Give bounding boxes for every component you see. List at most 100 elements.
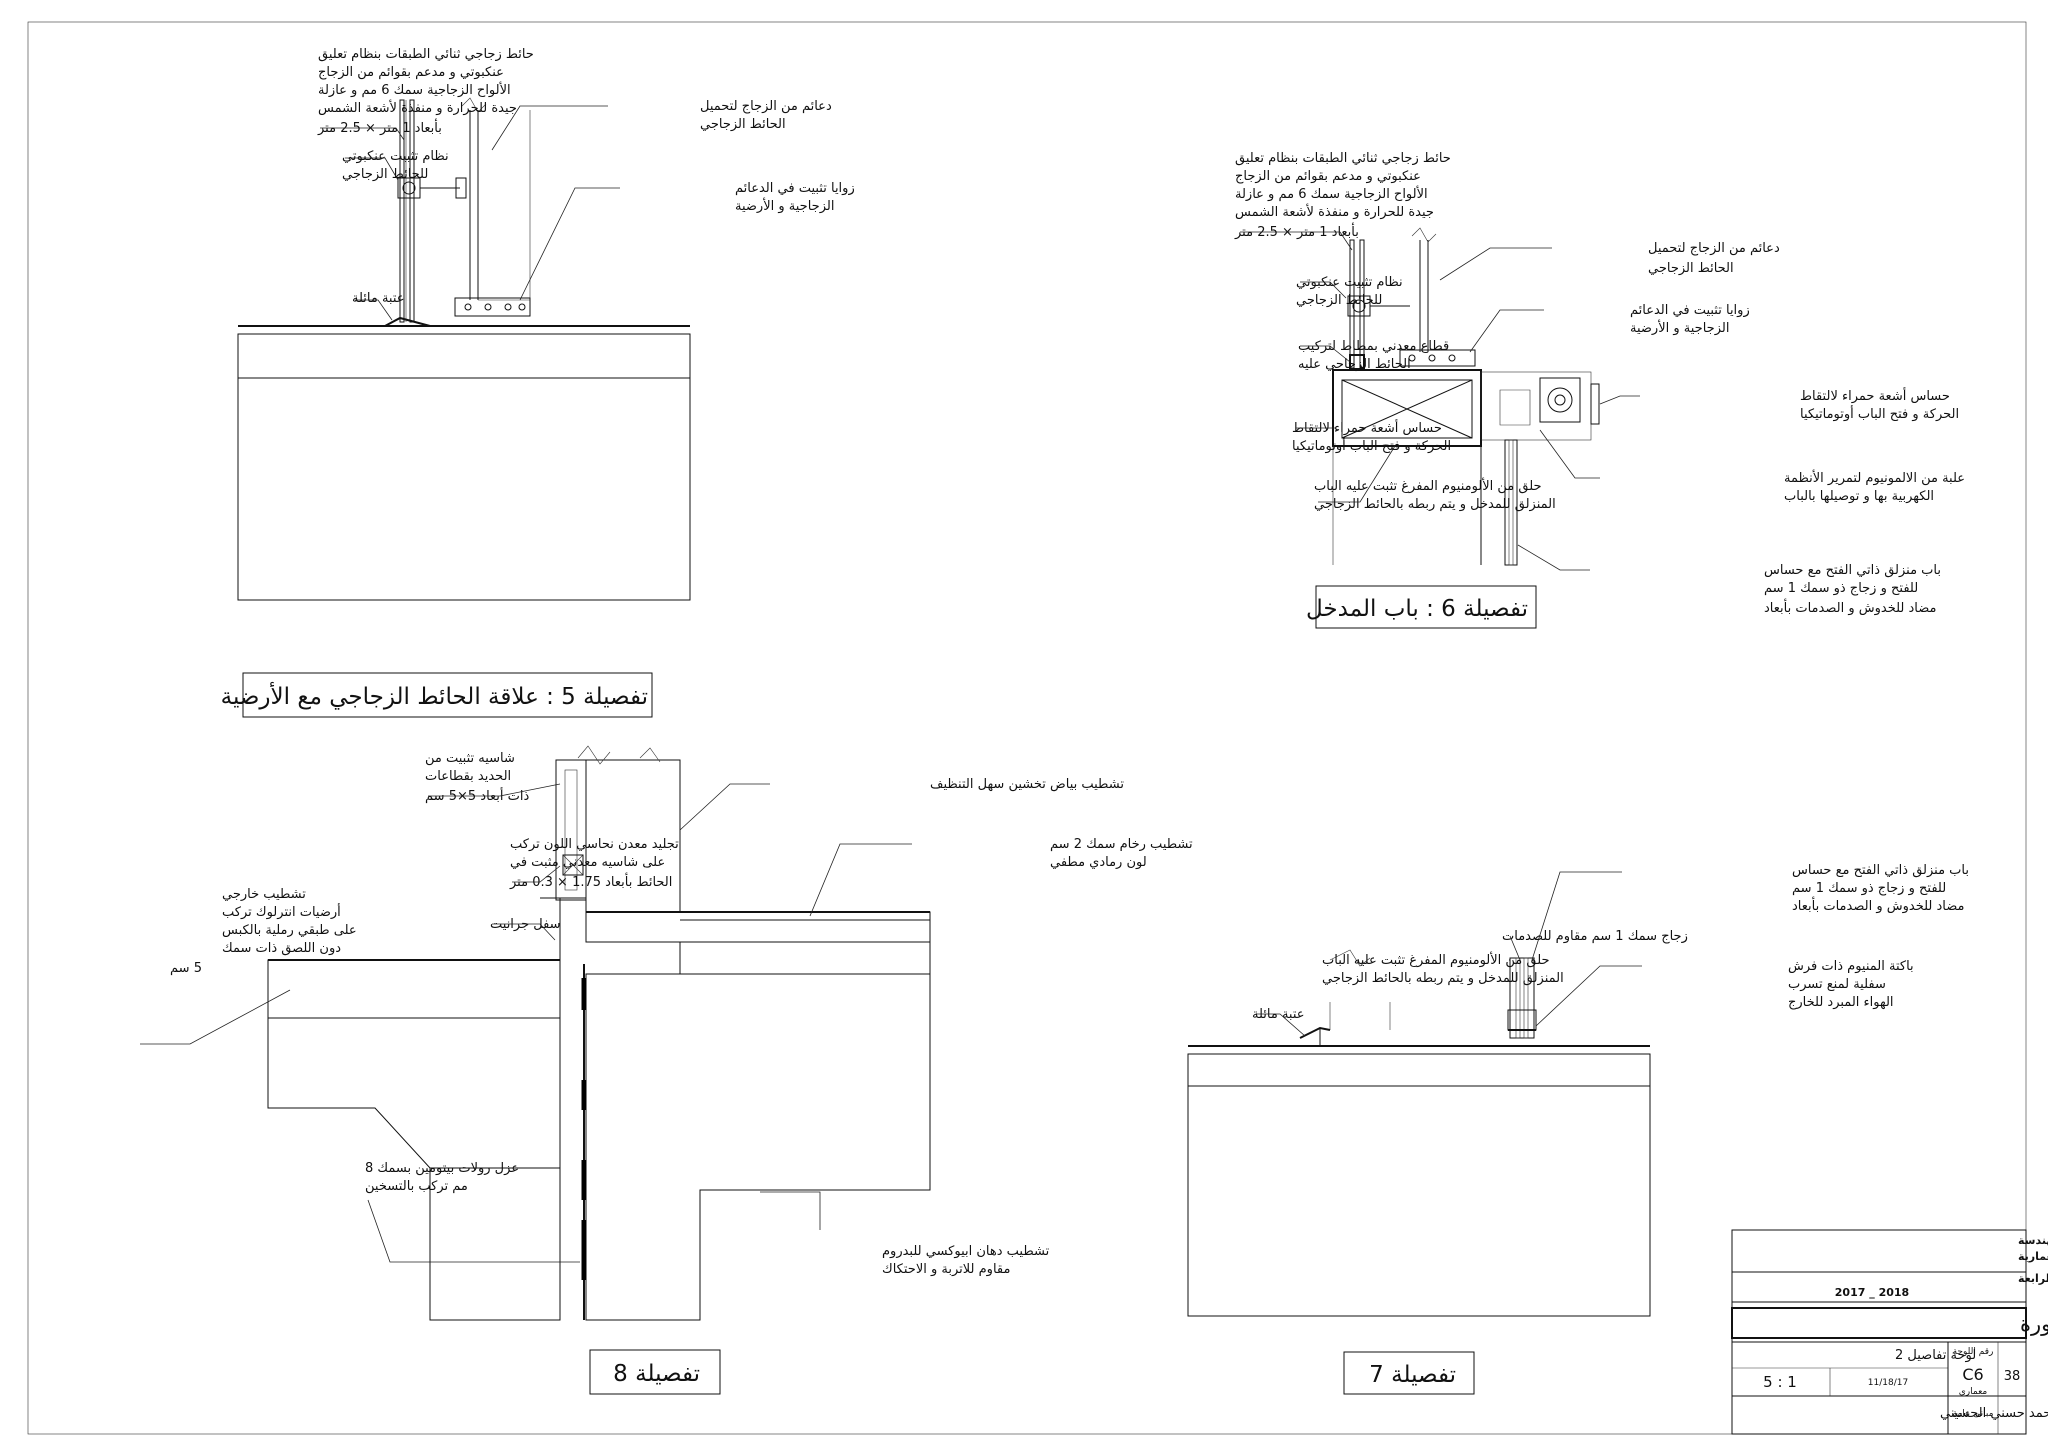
detail6-note: علبة من الالمونيوم لتمرير الأنظمة bbox=[1784, 469, 1965, 486]
detail6-sliding-door bbox=[1332, 439, 1518, 566]
detail5-fixing-angles bbox=[454, 297, 531, 317]
detail8-note: عزل رولات بيتومين بسمك 8 bbox=[365, 1161, 519, 1176]
detail5-note: الحائط الزجاجي bbox=[700, 117, 786, 132]
detail7-note: باب منزلق ذاتي الفتح مع حساس bbox=[1792, 863, 1969, 878]
detail6-note: بأبعاد 1 متر × 2.5 متر bbox=[1234, 222, 1359, 240]
detail7-note: باكتة المنيوم ذات فرش bbox=[1788, 959, 1914, 974]
detail6-note: الكهربية بها و توصيلها بالباب bbox=[1784, 489, 1934, 504]
student-name: زياد أحمد محمد حسني الحسيني bbox=[1940, 1404, 2048, 1421]
detail5-note: الألواح الزجاجية سمك 6 مم و عازلة bbox=[318, 81, 511, 98]
detail5-note: عتبة مائلة bbox=[352, 291, 405, 306]
detail6-note: الحركة و فتح الباب أوتوماتيكيا bbox=[1800, 405, 1959, 422]
sheet-number: 38 bbox=[2004, 1369, 2021, 1384]
detail8-marble-floor bbox=[586, 911, 931, 975]
detail6-note: حلق من الألومنيوم المفرغ تثبت عليه الباب bbox=[1314, 477, 1542, 494]
detail7-note: زجاج سمك 1 سم مقاوم للصدمات bbox=[1502, 929, 1688, 944]
detail8-note: تشطيب بياض تخشين سهل التنظيف bbox=[930, 777, 1124, 792]
detail8-exterior-pavement bbox=[267, 897, 587, 1321]
course-name: التصميمات التنفيذية _ الفرقة الرابعة bbox=[2018, 1272, 2048, 1285]
detail6-note: عنكبوتي و مدعم بقوائم من الزجاج bbox=[1235, 169, 1421, 184]
detail5-note: الزجاجية و الأرضية bbox=[735, 197, 834, 214]
discipline: معمارى bbox=[1959, 1387, 1988, 1397]
detail7-note: حلق من الألومنيوم المفرغ تثبت عليه الباب bbox=[1322, 951, 1550, 968]
detail6-note: باب منزلق ذاتي الفتح مع حساس bbox=[1764, 563, 1941, 578]
sheet-border bbox=[27, 21, 2027, 1435]
detail8-note: تشطيب دهان ابيوكسي للبدروم bbox=[882, 1244, 1050, 1259]
detail6-note: زوايا تثبيت في الدعائم bbox=[1630, 303, 1750, 318]
detail5-sloped-sill bbox=[384, 316, 431, 327]
detail5-note: زوايا تثبيت في الدعائم bbox=[735, 181, 855, 196]
detail6-note: الحائط الزجاجي bbox=[1648, 261, 1734, 276]
detail7-frame bbox=[1329, 949, 1391, 1030]
sheet-no-label: رقم اللوحة bbox=[1953, 1347, 1994, 1357]
detail5-note: جيدة للحرارة و منفذة لأشعة الشمس bbox=[318, 99, 517, 116]
detail6-sensor-box bbox=[1480, 371, 1600, 441]
detail7-note: عتبة مائلة bbox=[1252, 1007, 1305, 1022]
detail5-note: بأبعاد 1 متر × 2.5 متر bbox=[317, 118, 442, 136]
project-title: مشروع مركز تجارى بالمعمورة bbox=[2020, 1312, 2048, 1336]
detail6-note: حائط زجاجي ثنائي الطبقات بنظام تعليق bbox=[1235, 151, 1451, 166]
detail8-note: تجليد معدن نحاسي اللون تركب bbox=[510, 837, 679, 852]
detail6-note: جيدة للحرارة و منفذة لأشعة الشمس bbox=[1235, 203, 1434, 220]
detail6-drawing: تفصيلة 6 : باب المدخل bbox=[1306, 227, 1600, 629]
detail7-door bbox=[1507, 957, 1537, 1039]
detail8-note: الحديد بقطاعات bbox=[425, 769, 511, 784]
detail6-note: الألواح الزجاجية سمك 6 مم و عازلة bbox=[1235, 185, 1428, 202]
detail8-note: سفل جرانيت bbox=[490, 917, 561, 932]
detail7-note: للفتح و زجاج ذو سمك 1 سم bbox=[1792, 881, 1946, 896]
detail6-title: تفصيلة 6 : باب المدخل bbox=[1306, 596, 1528, 622]
title-block: جامعة الاسكندرية _ كلية الهندسة قسم الهن… bbox=[1731, 1229, 2048, 1435]
detail5-note: حائط زجاجي ثنائي الطبقات بنظام تعليق bbox=[318, 47, 534, 62]
academic-year: 2018 _ 2017 bbox=[1835, 1286, 1909, 1299]
detail6-annotations: حائط زجاجي ثنائي الطبقات بنظام تعليق عنك… bbox=[1234, 151, 1965, 616]
detail5-annotations: حائط زجاجي ثنائي الطبقات بنظام تعليق عنك… bbox=[317, 47, 855, 321]
detail8-note: أرضيات انترلوك تركب bbox=[222, 903, 341, 920]
detail6-glass-wall bbox=[1347, 227, 1476, 370]
detail5-note: للحائط الزجاجي bbox=[342, 167, 428, 182]
detail8-note: تشطيب خارجي bbox=[222, 887, 306, 902]
detail6-note: حساس أشعة حمراء لالتقاط bbox=[1292, 419, 1442, 436]
detail5-glass-fin bbox=[461, 97, 531, 301]
detail5-note: عنكبوتي و مدعم بقوائم من الزجاج bbox=[318, 65, 504, 80]
sheet-code: C6 bbox=[1962, 1365, 1983, 1384]
sheet-name: لوحة تفاصيل 2 bbox=[1895, 1348, 1976, 1363]
detail6-note: دعائم من الزجاج لتحميل bbox=[1648, 241, 1780, 256]
department-name: قسم الهندسة المعمارية bbox=[2018, 1250, 2048, 1263]
detail5-title-box bbox=[242, 672, 653, 718]
detail8-annotations: شاسيه تثبيت من الحديد بقطاعات ذات أبعاد … bbox=[140, 751, 1193, 1277]
detail8-note: ذات أبعاد 5×5 سم bbox=[425, 787, 530, 804]
detail8-insulated-mass bbox=[581, 964, 931, 1321]
detail6-note: مضاد للخدوش و الصدمات بأبعاد bbox=[1764, 598, 1936, 616]
detail6-door-header bbox=[1332, 369, 1482, 447]
detail6-note: المنزلق للمدخل و يتم ربطه بالحائط الزجاج… bbox=[1314, 497, 1556, 512]
detail8-note: تشطيب رخام سمك 2 سم bbox=[1050, 837, 1193, 852]
detail8-note: دون اللصق ذات سمك bbox=[222, 941, 341, 956]
detail8-title-box bbox=[589, 1349, 721, 1395]
detail8-note: لون رمادي مطفي bbox=[1050, 855, 1147, 870]
detail7-drawing: تفصيلة 7 bbox=[1187, 949, 1651, 1395]
detail6-note: الحركة و فتح الباب أوتوماتيكيا bbox=[1292, 437, 1451, 454]
detail8-note: الحائط بأبعاد 1.75 × 0.3 متر bbox=[509, 872, 672, 890]
detail8-note: مقاوم للاتربة و الاحتكاك bbox=[882, 1262, 1010, 1277]
detail6-note: حساس أشعة حمراء لالتقاط bbox=[1800, 387, 1950, 404]
detail6-note: للحائط الزجاجي bbox=[1296, 293, 1382, 308]
detail8-note: شاسيه تثبيت من bbox=[425, 751, 515, 766]
detail5-floor bbox=[237, 325, 691, 601]
detail5-note: دعائم من الزجاج لتحميل bbox=[700, 99, 832, 114]
detail7-note: سفلية لمنع تسرب bbox=[1788, 977, 1886, 992]
detail6-note: الزجاجية و الأرضية bbox=[1630, 319, 1729, 336]
detail5-drawing: تفصيلة 5 : علاقة الحائط الزجاجي مع الأرض… bbox=[221, 97, 691, 718]
detail7-note: مضاد للخدوش و الصدمات بأبعاد bbox=[1792, 896, 1964, 914]
building-type: مبانى عامة bbox=[1953, 1409, 1994, 1419]
detail7-annotations: باب منزلق ذاتي الفتح مع حساس للفتح و زجا… bbox=[1252, 863, 1969, 1037]
detail8-note: مم تركب بالتسخين bbox=[365, 1179, 468, 1194]
detail8-note: على شاسيه معدني مثبت في bbox=[510, 855, 665, 870]
detail5-note: نظام تثبيت عنكبوتي bbox=[342, 149, 449, 164]
university-name: جامعة الاسكندرية _ كلية الهندسة bbox=[2018, 1234, 2048, 1247]
detail7-note: الهواء المبرد للخارج bbox=[1788, 995, 1894, 1010]
detail8-drawing: تفصيلة 8 bbox=[267, 745, 931, 1395]
detail5-title: تفصيلة 5 : علاقة الحائط الزجاجي مع الأرض… bbox=[221, 682, 648, 710]
detail6-title-box bbox=[1315, 585, 1537, 629]
detail6-note: قطاع معدني بمطاط لتركيب bbox=[1298, 339, 1449, 354]
